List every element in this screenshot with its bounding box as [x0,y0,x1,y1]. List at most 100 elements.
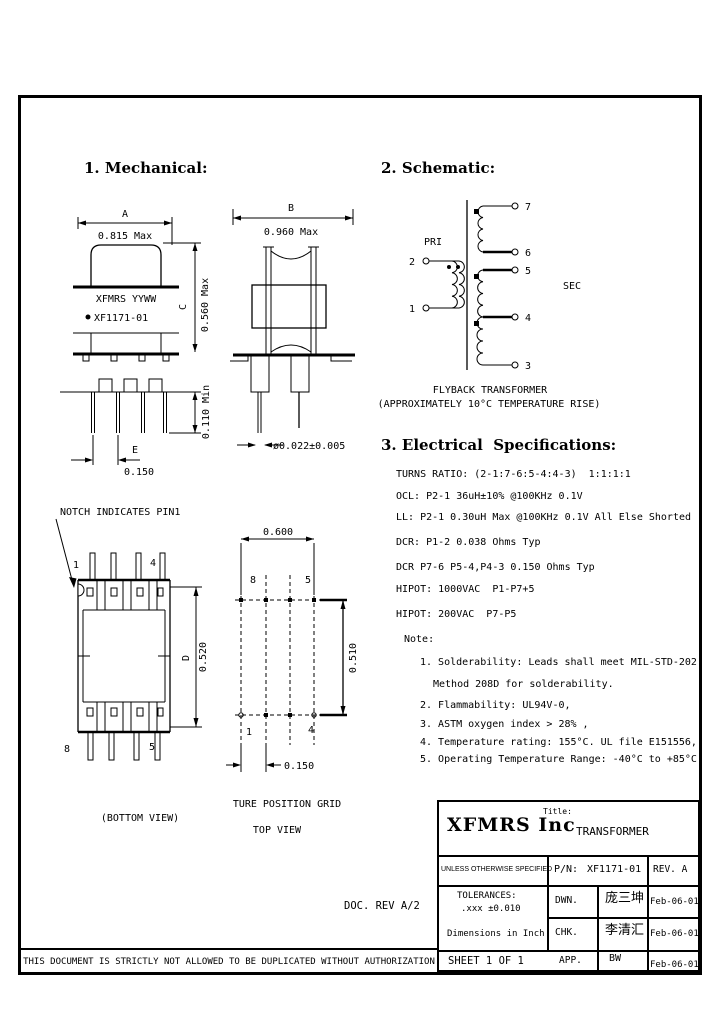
pin1-label: 1 [409,304,415,315]
title-block-hline-2 [439,885,698,887]
dim-grid-height: 0.510 [340,600,359,715]
dim-c-letter: C [178,304,189,310]
primary-polarity-dot-2 [456,265,460,269]
sheet-border-frame [18,95,702,975]
pin7-label: 7 [525,202,531,213]
grid-pin4-label: 4 [308,725,314,736]
notch-callout: NOTCH INDICATES PIN1 [60,507,180,518]
bottom-view-pin5-label: 5 [149,742,155,753]
primary-winding [422,257,465,312]
title-block-vline-1 [547,855,549,950]
primary-polarity-dot-1 [447,265,451,269]
sec2-polarity-dot [474,274,479,279]
pin3-label: 3 [525,361,531,372]
part-marking-brand: XFMRS YYWW [96,294,157,305]
title-block-vline-2 [597,885,599,970]
spec-hipot-2: HIPOT: 200VAC P7-P5 [396,609,517,620]
note-2: 2. Flammability: UL94V-0, [420,700,571,711]
dim-a-letter: A [122,209,128,220]
dim-a-value: 0.815 Max [98,231,152,242]
dim-standoff-value: 0.110 Min [201,385,212,439]
app-date: Feb-06-01 [650,960,699,970]
position-grid-caption-2: TOP VIEW [253,825,302,836]
dim-c: C 0.560 Max [163,242,211,352]
electrical-heading: 3. Electrical Specifications: [381,436,617,454]
bottom-view-drawing: NOTCH INDICATES PIN1 1 4 8 5 [55,507,209,824]
dim-grid-width-value: 0.600 [263,527,293,538]
part-marking-pn: XF1171-01 [94,313,148,324]
chk-label: CHK. [555,927,578,938]
title-block: XFMRS Inc Title: TRANSFORMER UNLESS OTHE… [437,800,700,972]
sec1-polarity-dot [474,209,479,214]
dwn-signature: 庞三坤 [605,891,645,906]
position-grid-drawing: 0.600 8 5 1 4 0.510 0.150 TURE POSITION … [226,527,359,836]
dim-e-value: 0.150 [124,467,154,478]
dim-grid-width: 0.600 [240,527,315,595]
dwn-date: Feb-06-01 [650,897,699,907]
pin-profile [60,378,177,433]
title-block-vline-3 [647,855,649,970]
pin1-notch [77,583,85,597]
dim-standoff: 0.110 Min [169,385,212,439]
pin6-label: 6 [525,248,531,259]
chk-signature: 李清汇 [605,923,645,938]
bottom-view-pin1-label: 1 [73,560,79,571]
dim-d-letter: D [181,655,192,661]
grid-pin8-label: 8 [250,575,256,586]
spec-ocl: OCL: P2-1 36uH±10% @100KHz 0.1V [396,491,583,502]
pin2-label: 2 [409,257,415,268]
position-grid-caption-1: TURE POSITION GRID [233,799,341,810]
dim-b: B 0.960 Max [232,203,354,238]
schematic-drawing: PRI SEC 2 1 7 6 5 4 3 FLYBACK TRANSFORME… [378,200,600,410]
schematic-heading: 2. Schematic: [381,159,496,177]
spec-dcr-2: DCR P7-6 P5-4,P4-3 0.150 Ohms Typ [396,562,595,573]
secondary-windings [474,202,519,369]
pri-label: PRI [424,237,442,248]
app-signature: BW [609,953,622,964]
side-view-body [230,246,355,433]
note-3: 3. ASTM oxygen index > 28% , [420,719,589,730]
unless-otherwise-note: UNLESS OTHERWISE SPECIFIED [441,866,553,873]
bottom-view-pin4-label: 4 [150,558,156,569]
front-view-drawing: A 0.815 Max XFMRS YYWW XF1171-01 E 0.150… [60,209,212,478]
company-name: XFMRS Inc [447,814,576,836]
app-label: APP. [559,955,582,966]
part-number-value: XF1171-01 [587,864,642,875]
pin-grid [235,575,347,745]
spec-hipot-1: HIPOT: 1000VAC P1-P7+5 [396,584,535,595]
title-block-hline-4 [439,950,698,952]
dim-b-letter: B [288,203,294,214]
note-4: 4. Temperature rating: 155°C. UL file E1… [420,737,697,748]
dim-d-value: 0.520 [198,642,209,672]
dimensions-unit-note: Dimensions in Inch [447,929,545,939]
pin4-label: 4 [525,313,531,324]
disclaimer-text: THIS DOCUMENT IS STRICTLY NOT ALLOWED TO… [23,957,435,967]
dim-e: E 0.150 [71,435,154,478]
disclaimer-strip: THIS DOCUMENT IS STRICTLY NOT ALLOWED TO… [21,948,437,974]
tolerances-value: .xxx ±0.010 [461,904,521,914]
bottom-view-pin8-label: 8 [64,744,70,755]
dim-grid-pitch: 0.150 [226,745,314,772]
spec-dcr-1: DCR: P1-2 0.038 Ohms Typ [396,537,541,548]
drawing-title: TRANSFORMER [576,825,649,838]
sheet-number: SHEET 1 OF 1 [448,955,524,967]
dim-pin-dia: ø0.022±0.005 [237,441,345,452]
spec-turns-ratio: TURNS RATIO: (2-1:7-6:5-4:4-3) 1:1:1:1 [396,469,631,480]
dim-b-value: 0.960 Max [264,227,318,238]
note-1-cont: Method 208D for solderability. [433,679,614,690]
note-5: 5. Operating Temperature Range: -40°C to… [420,754,697,765]
grid-pin1-label: 1 [246,727,252,738]
revision: REV. A [653,864,688,875]
pin1-marking-dot [85,314,91,320]
side-view-drawing: B 0.960 Max ø0.022±0.005 [230,203,355,452]
dim-d: D 0.520 [170,586,209,728]
title-label: Title: [543,807,572,816]
dim-pin-dia-value: ø0.022±0.005 [273,441,345,452]
dwn-label: DWN. [555,895,578,906]
bottom-view-body [77,552,171,761]
schematic-caption-2: (APPROXIMATELY 10°C TEMPERATURE RISE) [378,399,601,410]
title-block-hline-1 [439,855,698,857]
pin5-label: 5 [525,266,531,277]
dim-grid-height-value: 0.510 [348,643,359,673]
sec-label: SEC [563,281,581,292]
